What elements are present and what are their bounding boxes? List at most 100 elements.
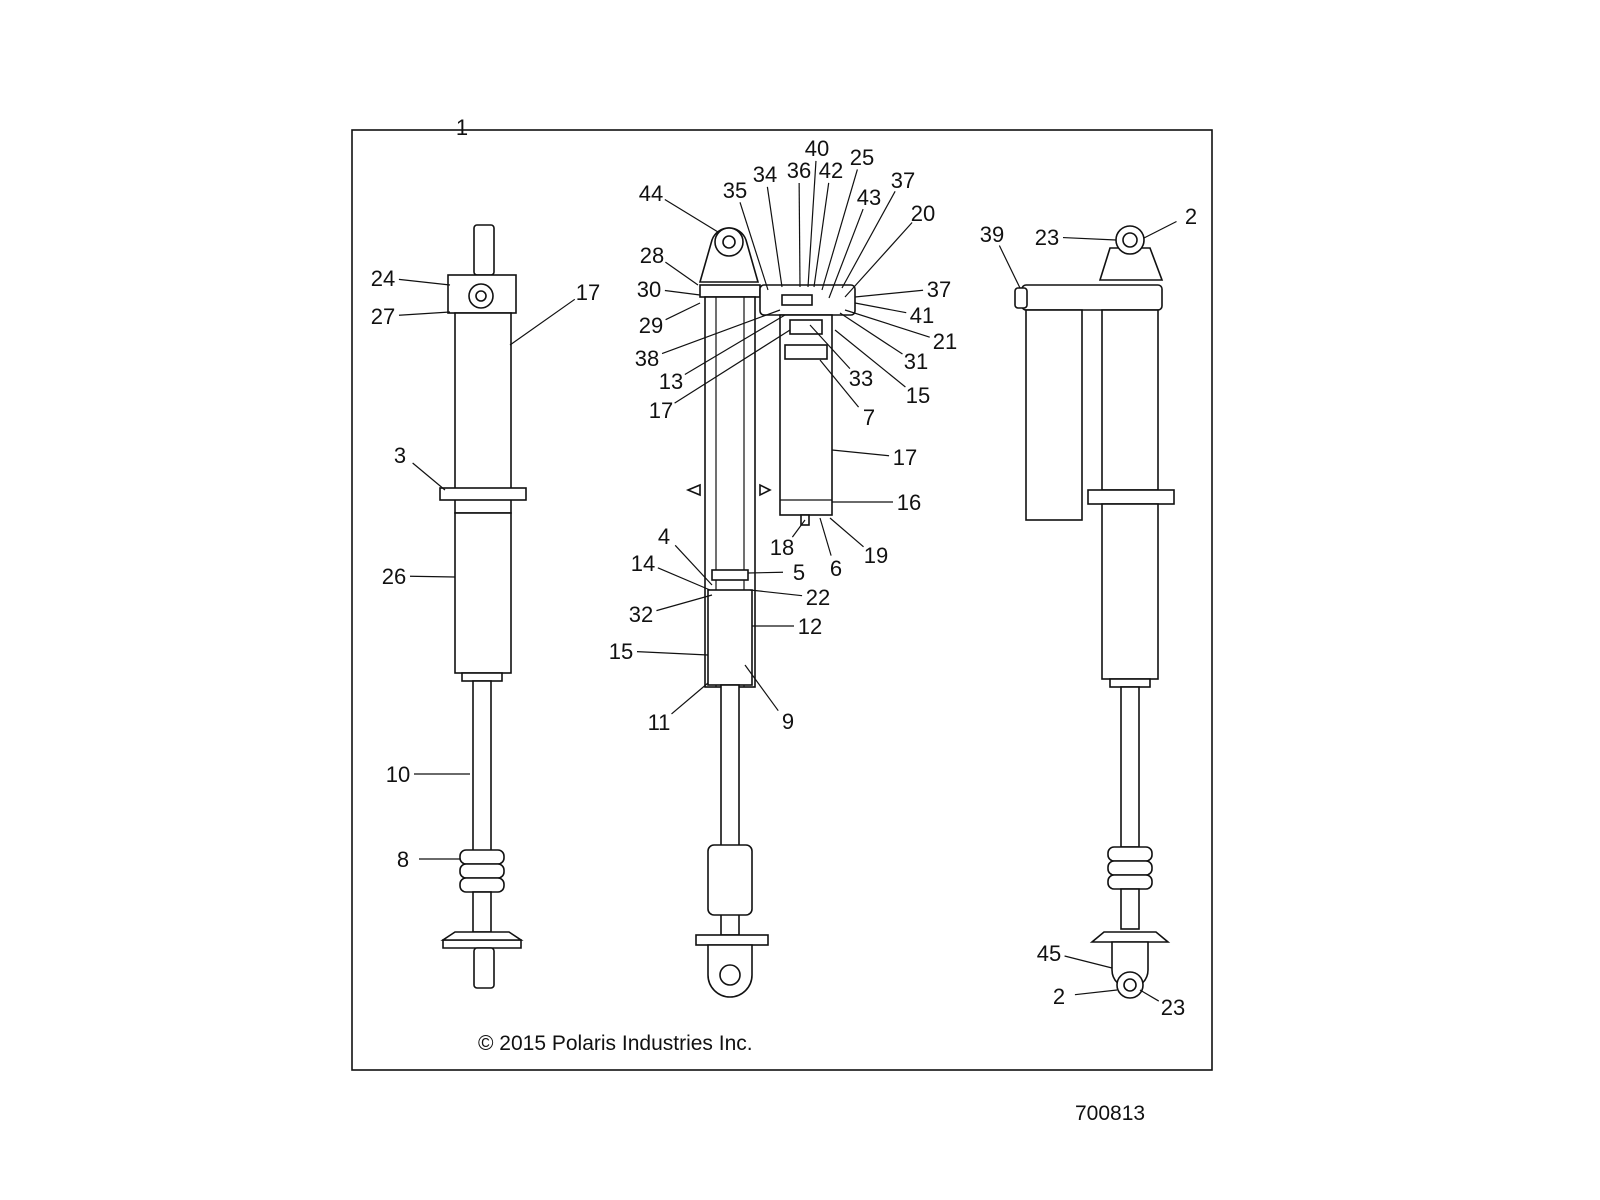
leader-line	[636, 650, 709, 656]
callout-label-24: 24	[371, 266, 395, 291]
leader-line	[398, 278, 451, 286]
leader-line	[831, 449, 890, 457]
leader-line	[829, 517, 864, 548]
callout-label-33: 33	[849, 366, 873, 391]
callout-label-30: 30	[637, 277, 661, 302]
callout-label-1: 1	[456, 115, 468, 140]
figure-number: 700813	[1075, 1102, 1145, 1125]
callout-label-7: 7	[863, 405, 875, 430]
callout-label-36: 36	[787, 158, 811, 183]
callout-label-19: 19	[864, 543, 888, 568]
callout-label-11: 11	[648, 710, 671, 735]
callout-label-31: 31	[904, 349, 928, 374]
callout-label-39: 39	[980, 222, 1004, 247]
leader-line	[839, 312, 903, 355]
leader-line	[674, 544, 713, 586]
leader-line	[854, 302, 907, 314]
shock-right	[1014, 225, 1175, 999]
leader-line	[671, 682, 709, 715]
leader-line	[807, 160, 817, 288]
leader-line	[841, 191, 896, 289]
callout-label-17: 17	[893, 445, 917, 470]
callout-label-2: 2	[1185, 204, 1197, 229]
callout-label-5: 5	[793, 560, 805, 585]
callout-label-15: 15	[906, 383, 930, 408]
callout-label-43: 43	[857, 185, 881, 210]
leader-line	[819, 517, 832, 556]
leader-line	[412, 462, 446, 491]
copyright-text: © 2015 Polaris Industries Inc.	[478, 1032, 753, 1055]
callout-label-3: 3	[394, 443, 406, 468]
leader-line	[1074, 989, 1118, 996]
callout-label-35: 35	[723, 178, 747, 203]
leader-line	[798, 182, 801, 288]
leader-line	[828, 208, 864, 299]
callout-label-34: 34	[753, 162, 777, 187]
leader-line	[1143, 220, 1177, 239]
callout-label-41: 41	[910, 303, 934, 328]
leader-line	[661, 309, 781, 355]
diagram-frame	[351, 129, 1213, 1071]
leader-line	[684, 314, 786, 376]
callout-label-2: 2	[1053, 984, 1065, 1009]
callout-label-22: 22	[806, 585, 830, 610]
leader-line	[665, 261, 699, 286]
shock-left	[439, 224, 527, 989]
leader-line	[656, 594, 713, 612]
leader-line	[809, 324, 851, 370]
callout-label-14: 14	[631, 551, 655, 576]
callout-label-42: 42	[819, 158, 843, 183]
leader-line	[509, 298, 576, 346]
callout-label-37: 37	[891, 168, 915, 193]
callout-label-37: 37	[927, 277, 951, 302]
callout-label-9: 9	[782, 709, 794, 734]
leader-line	[744, 664, 779, 712]
callout-label-25: 25	[850, 145, 874, 170]
callout-label-38: 38	[635, 346, 659, 371]
callout-label-10: 10	[386, 762, 410, 787]
leader-line	[398, 311, 451, 316]
leader-line	[1064, 955, 1113, 969]
callout-label-28: 28	[640, 243, 664, 268]
callout-label-20: 20	[911, 201, 935, 226]
callout-label-17: 17	[649, 398, 673, 423]
callout-label-4: 4	[658, 524, 670, 549]
leader-line	[409, 575, 456, 578]
leader-line	[664, 199, 719, 233]
leader-line	[1062, 236, 1117, 241]
leader-line	[821, 169, 858, 291]
callout-label-13: 13	[659, 369, 683, 394]
leader-line	[665, 302, 701, 321]
leader-line	[813, 182, 830, 288]
callout-label-17: 17	[576, 280, 600, 305]
leader-line	[819, 359, 860, 408]
leader-line	[739, 202, 769, 291]
leader-line	[844, 309, 930, 338]
callout-label-6: 6	[830, 556, 842, 581]
callout-label-32: 32	[629, 602, 653, 627]
callout-label-12: 12	[798, 614, 822, 639]
callout-label-18: 18	[770, 535, 794, 560]
leader-line	[747, 571, 784, 574]
leader-line	[844, 222, 913, 298]
callout-label-44: 44	[639, 181, 663, 206]
callout-label-16: 16	[897, 490, 921, 515]
leader-line	[854, 289, 924, 298]
callout-label-8: 8	[397, 847, 409, 872]
callout-label-26: 26	[382, 564, 406, 589]
leader-line	[834, 329, 906, 388]
leader-line	[1139, 989, 1160, 1002]
callout-label-45: 45	[1037, 941, 1061, 966]
leader-line	[791, 519, 806, 538]
callout-label-23: 23	[1161, 995, 1185, 1020]
callout-label-27: 27	[371, 304, 395, 329]
callout-label-29: 29	[639, 313, 663, 338]
leader-line	[664, 289, 701, 296]
leader-line	[749, 589, 803, 597]
callout-label-23: 23	[1035, 225, 1059, 250]
leader-line	[766, 186, 783, 288]
shock-center-cutaway	[685, 227, 856, 998]
callout-label-40: 40	[805, 136, 829, 161]
